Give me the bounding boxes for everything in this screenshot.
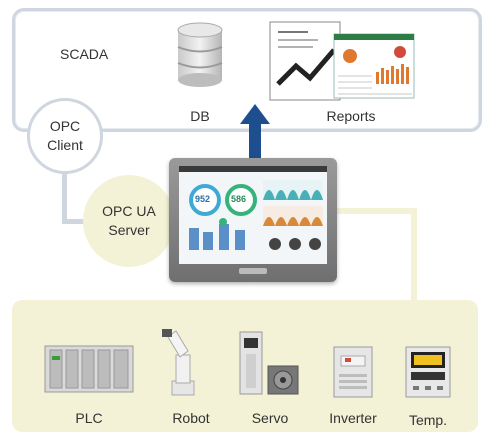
reports-label: Reports [326, 108, 376, 124]
opc-client-line2: Client [47, 137, 83, 153]
opc-server-node: OPC UA Server [83, 175, 175, 267]
device-label-plc: PLC [75, 410, 103, 426]
hmi-gauge1-value: 952 [195, 194, 211, 204]
opc-server-line2: Server [108, 222, 150, 238]
device-label-servo: Servo [251, 410, 289, 426]
device-label-robot: Robot [172, 410, 210, 426]
client-connector-vertical [62, 166, 67, 224]
device-label-inverter: Inverter [329, 410, 377, 426]
hmi-panel: 952 586 [169, 158, 337, 282]
opc-server-line1: OPC UA [102, 203, 156, 220]
client-connector-horizontal [62, 219, 92, 224]
robot-arm-icon [162, 329, 195, 396]
inverter-icon [333, 346, 373, 398]
db-label: DB [190, 108, 210, 124]
reports-icon [269, 21, 415, 101]
hmi-brand-logo [239, 268, 267, 274]
database-icon [177, 22, 223, 87]
servo-icon [239, 331, 299, 395]
plc-icon [44, 345, 134, 393]
hmi-screen: 952 586 [179, 166, 327, 264]
hmi-dashboard-graphic [179, 166, 327, 250]
device-label-temp: Temp. [408, 412, 448, 428]
opc-client-node: OPC Client [27, 98, 103, 174]
up-arrow-head [240, 104, 270, 124]
scada-label: SCADA [60, 46, 109, 62]
device-connector-horizontal [337, 208, 417, 214]
hmi-gauge2-value: 586 [231, 194, 247, 204]
device-connector-vertical [411, 208, 417, 303]
temperature-controller-icon [405, 346, 451, 398]
opc-client-line1: OPC [49, 118, 81, 135]
up-arrow-shaft [249, 123, 261, 158]
